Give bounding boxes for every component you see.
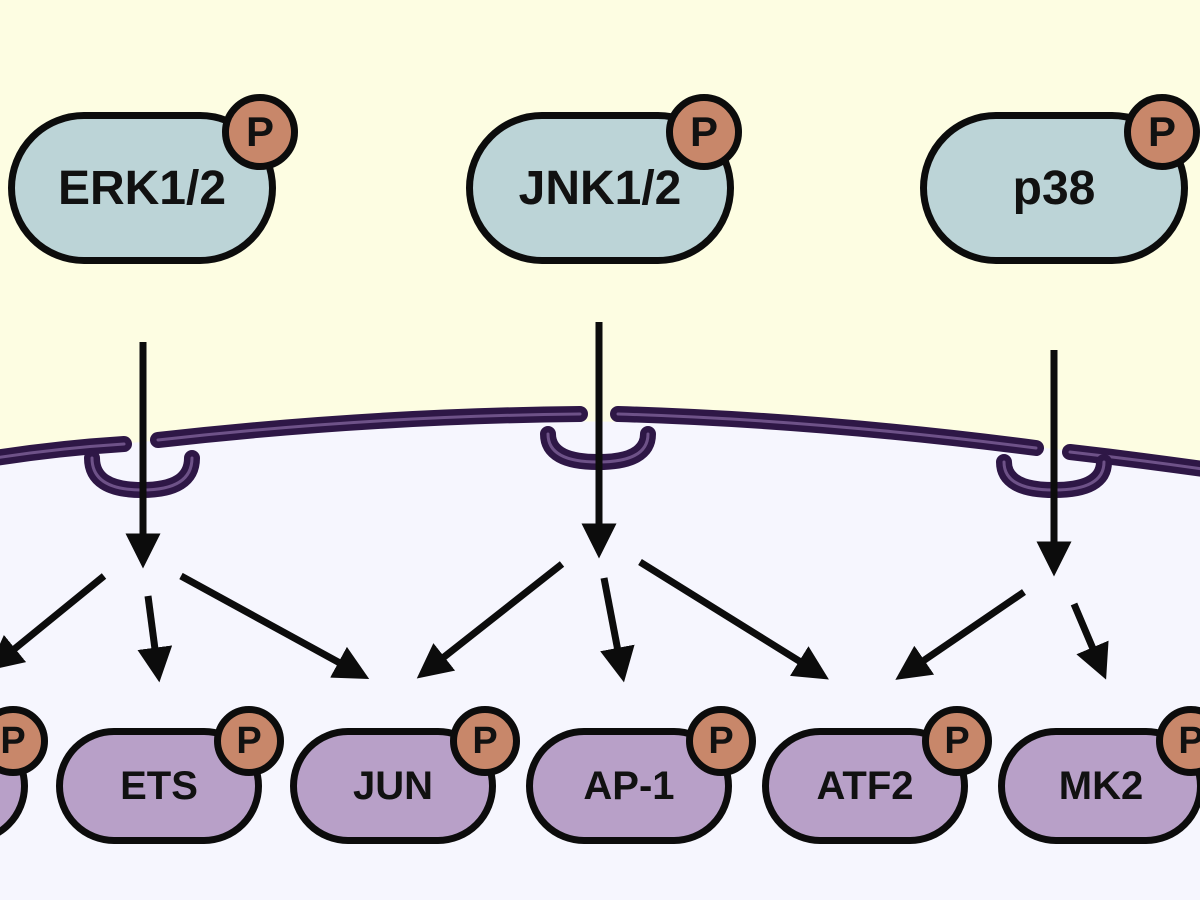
arrow-jnk-to-jun xyxy=(416,561,565,679)
arrow-erk-to-offscreen-target xyxy=(0,573,107,671)
arrow-erk-to-jun xyxy=(179,572,370,680)
target-mk2: MK2 xyxy=(998,728,1200,844)
kinase-label: ERK1/2 xyxy=(57,161,227,215)
phospho-badge: P xyxy=(1156,706,1200,776)
arrow-p38-to-mk2 xyxy=(1070,602,1109,680)
target-label: ATF2 xyxy=(816,763,914,808)
phospho-badge: P xyxy=(1124,94,1200,170)
phospho-badge: P xyxy=(922,706,992,776)
kinase-jnk12: JNK1/2 xyxy=(466,112,734,264)
arrow-erk-to-ets xyxy=(137,595,173,683)
nuclear-envelope xyxy=(0,406,1200,477)
arrow-p38-to-atf2 xyxy=(895,589,1026,680)
arrow-jnk-to-atf2 xyxy=(638,559,829,680)
kinase-label: JNK1/2 xyxy=(518,161,682,215)
target-label: MK2 xyxy=(1058,763,1144,808)
signal-arrows xyxy=(0,322,1109,683)
target-label: ETS xyxy=(120,763,198,808)
phospho-badge: P xyxy=(686,706,756,776)
kinase-label: p38 xyxy=(1012,161,1096,215)
phospho-badge: P xyxy=(214,706,284,776)
arrow-jnk-to-ap1 xyxy=(600,577,635,683)
target-label: AP-1 xyxy=(583,763,675,808)
phospho-badge: P xyxy=(450,706,520,776)
target-label: JUN xyxy=(352,763,434,808)
phospho-badge: P xyxy=(222,94,298,170)
phospho-badge: P xyxy=(666,94,742,170)
